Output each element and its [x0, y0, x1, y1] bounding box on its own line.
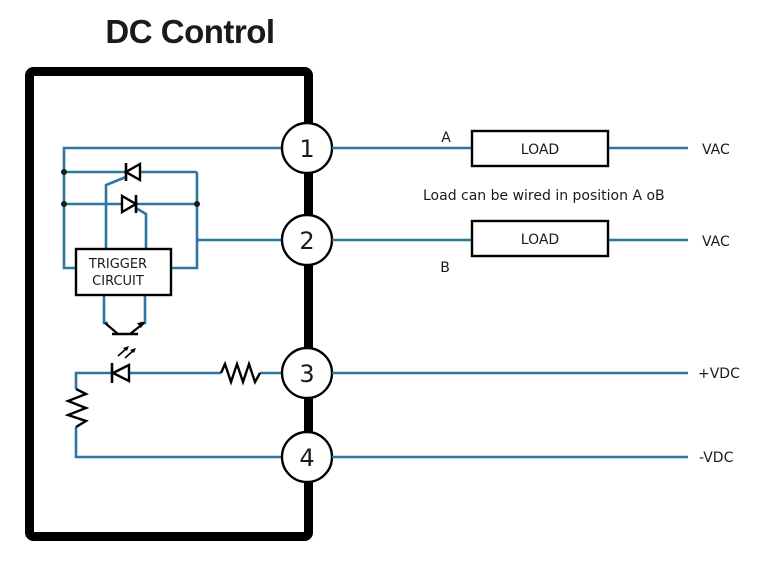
load-b: LOAD VAC B — [440, 219, 730, 276]
terminal-3: 3 — [280, 346, 334, 400]
trigger-label-line1: TRIGGER — [88, 257, 147, 272]
vdc-positive-label: +VDC — [698, 366, 740, 382]
junction-dots — [61, 169, 200, 207]
wire-led-to-shunt — [74, 371, 112, 389]
junction-dot — [61, 169, 67, 175]
phototransistor-icon — [104, 322, 145, 336]
load-a: A LOAD VAC — [441, 129, 730, 168]
terminal-4: 4 — [280, 430, 334, 484]
terminal-number: 4 — [299, 444, 314, 472]
load-b-position-label: B — [440, 260, 450, 276]
wire-pin1-to-trigger — [62, 146, 282, 270]
trigger-label-line2: CIRCUIT — [92, 274, 144, 289]
terminal-2: 2 — [280, 213, 334, 267]
wire-gate-lower — [135, 206, 148, 249]
trigger-circuit-box — [74, 247, 173, 297]
external-wiring — [332, 146, 688, 459]
terminal-number: 2 — [299, 227, 314, 255]
resistor-series-icon — [219, 360, 262, 386]
load-b-supply-label: VAC — [702, 234, 730, 250]
terminal-number: 1 — [299, 135, 314, 163]
terminal-number: 3 — [299, 360, 314, 388]
internal-wiring — [62, 146, 282, 459]
load-a-position-label: A — [441, 130, 451, 146]
wire-shunt-to-pin4 — [74, 427, 282, 459]
load-b-box — [470, 219, 610, 258]
resistor-shunt-icon — [64, 387, 90, 429]
trigger-circuit: TRIGGER CIRCUIT — [74, 247, 173, 297]
load-a-label: LOAD — [521, 142, 559, 158]
diagram-title: DC Control — [105, 13, 274, 50]
terminal-1: 1 — [280, 121, 334, 175]
wire-photo-collector — [102, 295, 108, 325]
load-b-label: LOAD — [521, 232, 559, 248]
relay-housing — [25, 67, 313, 541]
wire-photo-emitter — [140, 295, 147, 325]
wiring-note: Load can be wired in position A oB — [423, 188, 665, 204]
load-a-supply-label: VAC — [702, 142, 730, 158]
wire-right-bus — [171, 172, 199, 270]
junction-dot — [194, 201, 200, 207]
light-emission-icon — [117, 346, 136, 359]
scr-reverse-icon — [123, 161, 142, 183]
junction-dot — [61, 201, 67, 207]
vdc-negative-label: -VDC — [699, 450, 734, 466]
load-a-box — [470, 129, 610, 168]
scr-forward-icon — [120, 193, 139, 215]
wire-gate-upper — [104, 175, 127, 249]
led-icon — [110, 363, 131, 383]
